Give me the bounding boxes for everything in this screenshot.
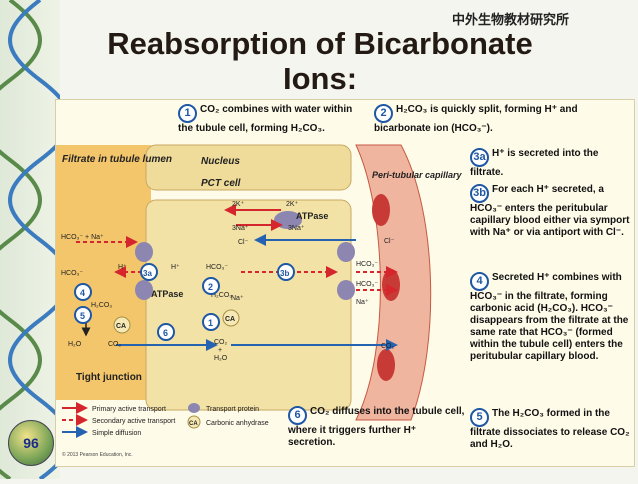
step-marker-5: 5	[80, 311, 85, 321]
transport-protein	[337, 242, 355, 262]
ca-label: CA	[225, 316, 235, 323]
hco3-label: HCO₃⁻	[356, 261, 378, 268]
h-label: H⁺	[118, 264, 127, 271]
slide-title: Reabsorption of Bicarbonate Ions:	[70, 26, 570, 96]
dna-helix-graphic	[0, 0, 72, 481]
copyright: © 2013 Pearson Education, Inc.	[62, 452, 133, 458]
h2o-label: H₂O	[68, 341, 82, 348]
pct-cell-label: PCT cell	[201, 178, 241, 189]
slide-badge: 96	[8, 420, 54, 466]
k-label: 2K⁺	[286, 201, 299, 208]
legend-secondary: Secondary active transport	[92, 418, 175, 425]
k-label: 2K⁺	[232, 201, 245, 208]
co2-label: CO₂	[214, 339, 228, 346]
hco3-label: HCO₃⁻	[61, 270, 83, 277]
legend-ca-swatch: CA	[189, 421, 198, 427]
h2co3-label: H₂CO₃	[211, 292, 232, 299]
step-marker-1: 1	[208, 318, 213, 328]
h-label: H⁺	[171, 264, 180, 271]
carbonic-anhydrase-marker	[113, 316, 131, 334]
na-label: Na⁺	[356, 299, 369, 306]
upper-cell	[145, 144, 352, 191]
diagram-panel: Filtrate in tubule lumen Nucleus PCT cel…	[55, 99, 635, 467]
step-marker-4: 4	[80, 288, 85, 298]
legend-protein-swatch	[188, 403, 200, 413]
transport-protein	[135, 280, 153, 300]
title-line-1: Reabsorption of Bicarbonate	[107, 26, 533, 61]
h2o-label: H₂O	[214, 355, 228, 362]
h2co3-label: H₂CO₃	[91, 302, 112, 309]
filtrate-label: Filtrate in tubule lumen	[62, 154, 172, 165]
bicarbonate-diagram: Filtrate in tubule lumen Nucleus PCT cel…	[56, 144, 463, 438]
title-line-2: Ions:	[282, 61, 358, 96]
nucleus-label: Nucleus	[201, 156, 240, 167]
step-marker-6: 6	[163, 328, 168, 338]
filtrate-region	[56, 145, 151, 400]
watermark: 中外生物教材研究所	[452, 13, 570, 28]
hco3-label: HCO₃⁻	[356, 281, 378, 288]
red-blood-cell	[377, 349, 395, 381]
slide-number: 96	[23, 435, 39, 451]
legend-protein: Transport protein	[206, 406, 259, 413]
legend-primary: Primary active transport	[92, 406, 166, 413]
capillary-label: Peri-tubular capillary	[372, 170, 463, 180]
legend-ca: Carbonic anhydrase	[206, 420, 269, 427]
na-label: Na⁺	[231, 295, 244, 302]
na-label: 3Na⁺	[288, 225, 305, 232]
dna-helix-border	[0, 0, 72, 481]
red-blood-cell	[372, 194, 390, 226]
legend-diffusion: Simple diffusion	[92, 430, 141, 437]
cl-label: Cl⁻	[238, 239, 249, 246]
hco3-na-label: HCO₃⁻ + Na⁺	[61, 234, 104, 241]
step-marker-3b: 3b	[280, 269, 289, 278]
co2-label: CO₂	[381, 343, 395, 350]
cl-label: Cl⁻	[384, 238, 395, 245]
transport-protein	[135, 242, 153, 262]
carbonic-anhydrase-marker	[222, 309, 240, 327]
hco3-label: HCO₃⁻	[206, 264, 228, 271]
ca-label: CA	[116, 323, 126, 330]
step-marker-3a: 3a	[143, 269, 152, 278]
atpase-label: ATPase	[151, 289, 183, 299]
pct-cell	[145, 199, 352, 411]
step-marker-2: 2	[208, 282, 213, 292]
transport-protein	[337, 280, 355, 300]
red-blood-cell	[382, 269, 400, 301]
tight-junction-label: Tight junction	[76, 372, 142, 383]
co2-label: CO₂	[108, 341, 122, 348]
plus-sign: +	[218, 347, 222, 354]
na-label: 3Na⁺	[232, 225, 249, 232]
atpase-label: ATPase	[296, 211, 328, 221]
